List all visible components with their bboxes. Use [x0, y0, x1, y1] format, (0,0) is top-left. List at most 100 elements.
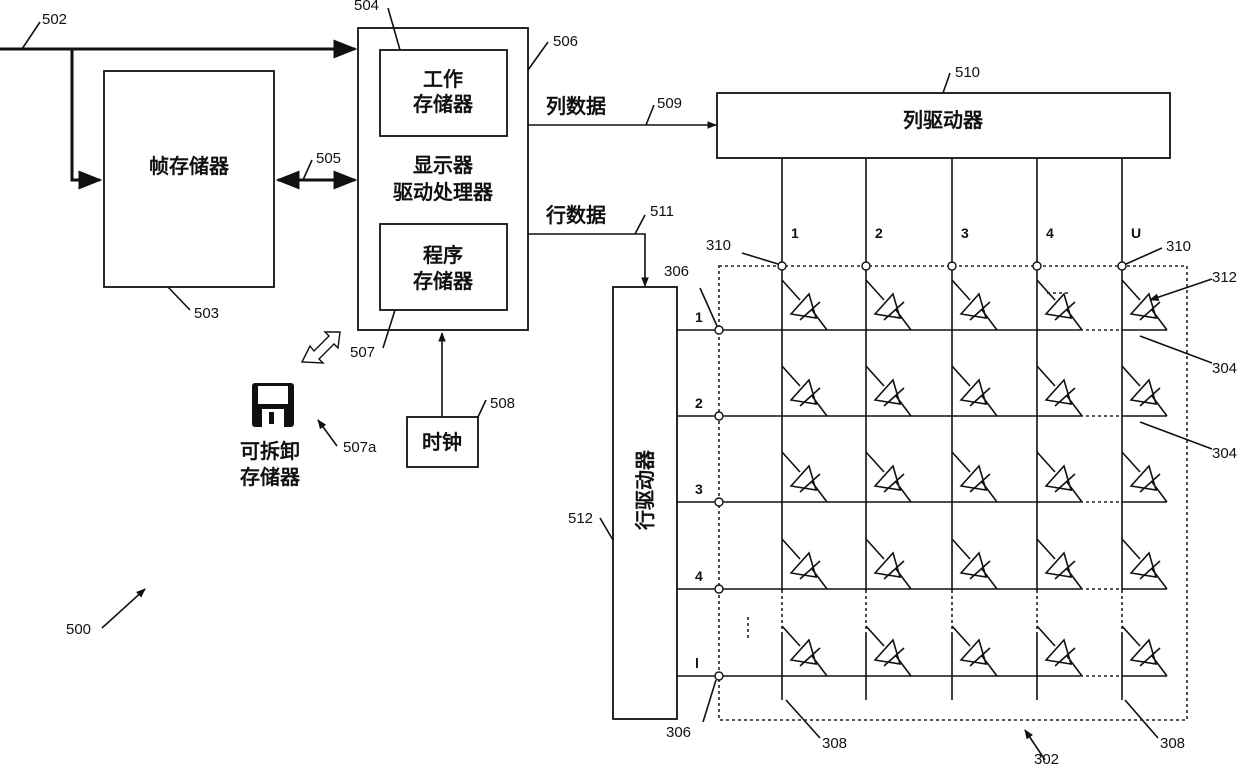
- processor-label-line2: 驱动处理器: [393, 180, 494, 204]
- ref-505: 505: [316, 150, 341, 167]
- oled-pixel-diode: [952, 539, 997, 589]
- ref-304-row2: 304: [1212, 445, 1237, 462]
- oled-pixel-diode: [782, 539, 827, 589]
- ref-507: 507: [350, 344, 375, 361]
- removable-storage-line1: 可拆卸: [240, 439, 300, 463]
- floppy-disk-icon: [252, 383, 294, 427]
- row-label: 1: [695, 309, 703, 325]
- oled-pixel-diode: [1037, 280, 1082, 330]
- ref-511: 511: [650, 203, 674, 220]
- oled-pixel-diode: [1122, 280, 1167, 330]
- system-pointer-arrow: [102, 589, 145, 628]
- ref-304-row1-leader: [1140, 336, 1212, 363]
- working-memory-line1: 工作: [423, 67, 463, 91]
- frame-memory-label: 帧存储器: [149, 154, 230, 178]
- ref-503: 503: [194, 305, 219, 322]
- row-node: [715, 412, 723, 420]
- column-label: 2: [875, 225, 883, 241]
- row-driver-label: 行驱动器: [633, 449, 657, 531]
- column-label: 1: [791, 225, 799, 241]
- oled-pixel-diode: [1122, 539, 1167, 589]
- row-node: [715, 326, 723, 334]
- oled-pixel-diode: [782, 366, 827, 416]
- oled-pixel-diode: [1037, 626, 1082, 676]
- ref-310-left-leader: [742, 253, 778, 264]
- oled-pixel-diode: [866, 539, 911, 589]
- oled-pixel-diode: [1037, 452, 1082, 502]
- row-data-label: 行数据: [545, 203, 606, 227]
- ref-302: 302: [1034, 751, 1059, 765]
- ref-310-right-leader: [1126, 248, 1162, 264]
- ref-509: 509: [657, 95, 682, 112]
- ref-306-bottom: 306: [666, 724, 691, 741]
- ref-504: 504: [354, 0, 379, 14]
- oled-pixel-diode: [952, 626, 997, 676]
- oled-pixel-diode: [866, 626, 911, 676]
- column-label: 3: [961, 225, 969, 241]
- oled-pixel-diode: [952, 452, 997, 502]
- ref-304-row1: 304: [1212, 360, 1237, 377]
- leader-502: [22, 22, 40, 49]
- row-node: [715, 672, 723, 680]
- ref-306-bottom-leader: [703, 680, 716, 722]
- oled-pixel-diode: [782, 452, 827, 502]
- storage-transfer-arrow: [302, 332, 340, 363]
- column-node: [862, 262, 870, 270]
- oled-pixel-diode: [866, 452, 911, 502]
- clock-label: 时钟: [422, 430, 462, 454]
- row-label: l: [695, 655, 699, 671]
- oled-pixel-diode: [866, 280, 911, 330]
- oled-pixel-diode: [1122, 626, 1167, 676]
- row-node: [715, 498, 723, 506]
- oled-pixel-diode: [1122, 452, 1167, 502]
- oled-pixel-diode: [782, 280, 827, 330]
- row-driver-block: 行驱动器 512: [568, 287, 677, 719]
- ref-308-left-leader: [786, 700, 820, 738]
- matrix-panel-outline: [719, 266, 1187, 720]
- ref-308-right: 308: [1160, 735, 1185, 752]
- ref-308-left: 308: [822, 735, 847, 752]
- oled-pixel-diode: [782, 626, 827, 676]
- oled-pixel-diode: [952, 366, 997, 416]
- ref-510: 510: [955, 64, 980, 81]
- ref-507a: 507a: [343, 439, 377, 456]
- column-driver-label: 列驱动器: [903, 108, 984, 132]
- column-node: [1118, 262, 1126, 270]
- oled-pixel-diode: [866, 366, 911, 416]
- ref-310-right: 310: [1166, 238, 1191, 255]
- ref-508: 508: [490, 395, 515, 412]
- removable-storage-line2: 存储器: [240, 465, 301, 489]
- program-memory-line1: 程序: [423, 243, 463, 267]
- column-data-line: 列数据 509: [528, 94, 716, 125]
- column-node: [778, 262, 786, 270]
- program-memory-line2: 存储器: [413, 269, 474, 293]
- ref-304-row2-leader: [1140, 422, 1212, 449]
- display-driver-processor: 显示器 驱动处理器 506 工作 存储器 504 程序 存储器 507: [350, 0, 578, 361]
- clock-block: 时钟 508: [407, 333, 515, 467]
- frame-memory-block: 帧存储器 503: [104, 71, 274, 322]
- column-driver-block: 列驱动器 510: [717, 64, 1170, 158]
- oled-pixel-diode: [952, 280, 997, 330]
- row-label: 3: [695, 481, 703, 497]
- oled-pixel-diode: [1037, 539, 1082, 589]
- ref-308-right-leader: [1125, 700, 1158, 738]
- working-memory-line2: 存储器: [413, 92, 474, 116]
- row-label: 2: [695, 395, 703, 411]
- row-node: [715, 585, 723, 593]
- oled-pixel-diode: [1122, 366, 1167, 416]
- oled-pixel-diode: [1037, 366, 1082, 416]
- column-label: 4: [1046, 225, 1054, 241]
- ref-512: 512: [568, 510, 593, 527]
- column-node: [948, 262, 956, 270]
- ref-502: 502: [42, 11, 67, 28]
- column-label: U: [1131, 225, 1141, 241]
- row-data-line: 行数据 511: [528, 203, 674, 286]
- processor-label-line1: 显示器: [413, 153, 474, 177]
- column-data-label: 列数据: [546, 94, 606, 118]
- column-node: [1033, 262, 1041, 270]
- ref-306-top: 306: [664, 263, 689, 280]
- ref-312: 312: [1212, 269, 1237, 286]
- ref-312-arrow: [1150, 279, 1212, 300]
- row-label: 4: [695, 568, 703, 584]
- pixel-matrix: 1234U1234l310310306306304304308308312302: [664, 158, 1237, 765]
